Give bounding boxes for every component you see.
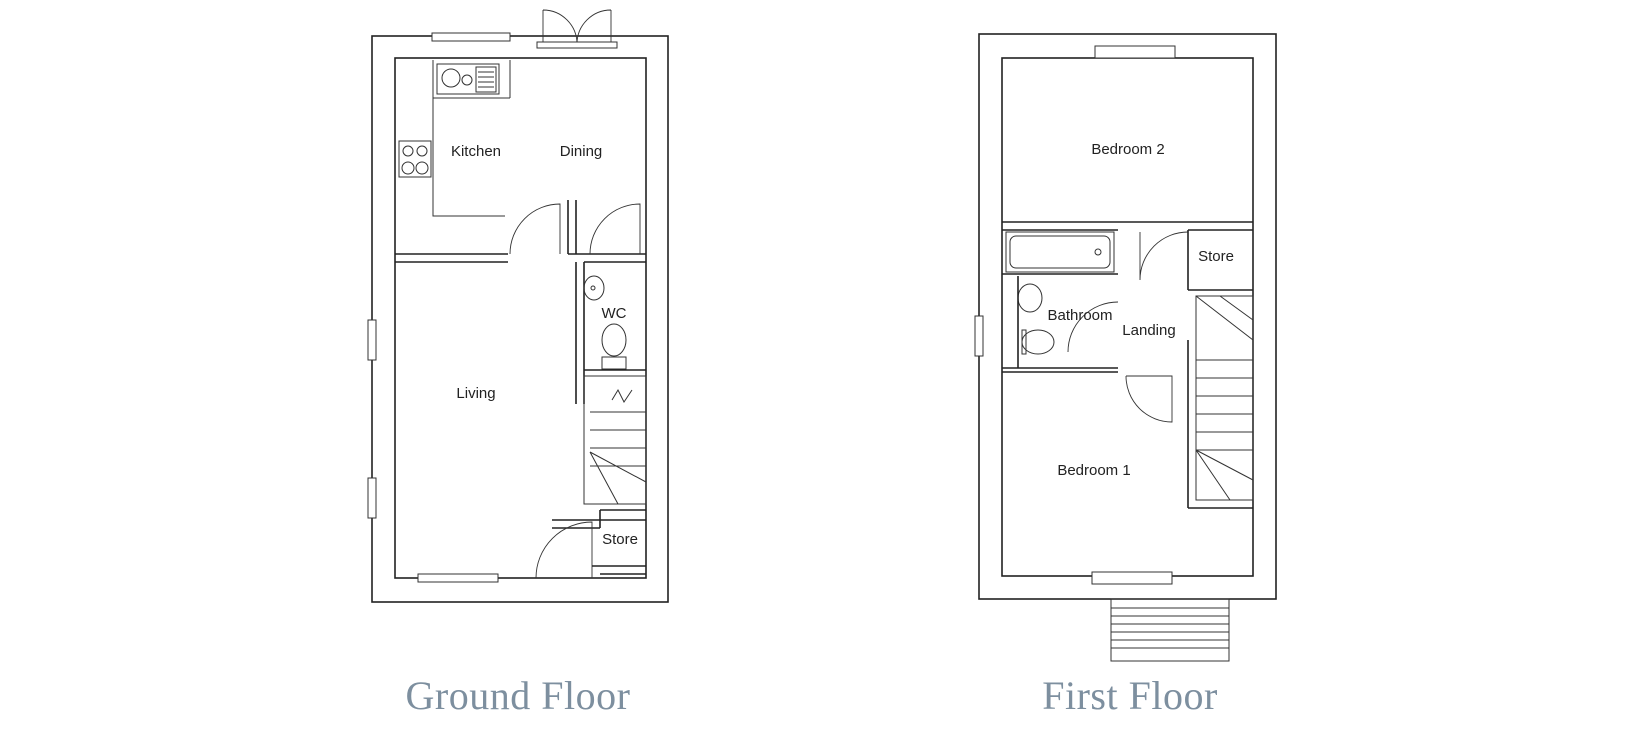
ground-floor-plan xyxy=(367,9,669,603)
label-bedroom-2: Bedroom 2 xyxy=(1091,141,1164,158)
label-store-first: Store xyxy=(1198,248,1234,265)
first-floor-title: First Floor xyxy=(1042,673,1218,718)
label-store-ground: Store xyxy=(602,531,638,548)
label-living: Living xyxy=(456,385,495,402)
label-landing: Landing xyxy=(1122,322,1175,339)
label-bathroom: Bathroom xyxy=(1047,307,1112,324)
label-bedroom-1: Bedroom 1 xyxy=(1057,462,1130,479)
label-kitchen: Kitchen xyxy=(451,143,501,160)
first-floor-plan xyxy=(974,33,1277,662)
ground-floor-title: Ground Floor xyxy=(405,673,631,718)
label-wc: WC xyxy=(602,305,627,322)
label-dining: Dining xyxy=(560,143,603,160)
